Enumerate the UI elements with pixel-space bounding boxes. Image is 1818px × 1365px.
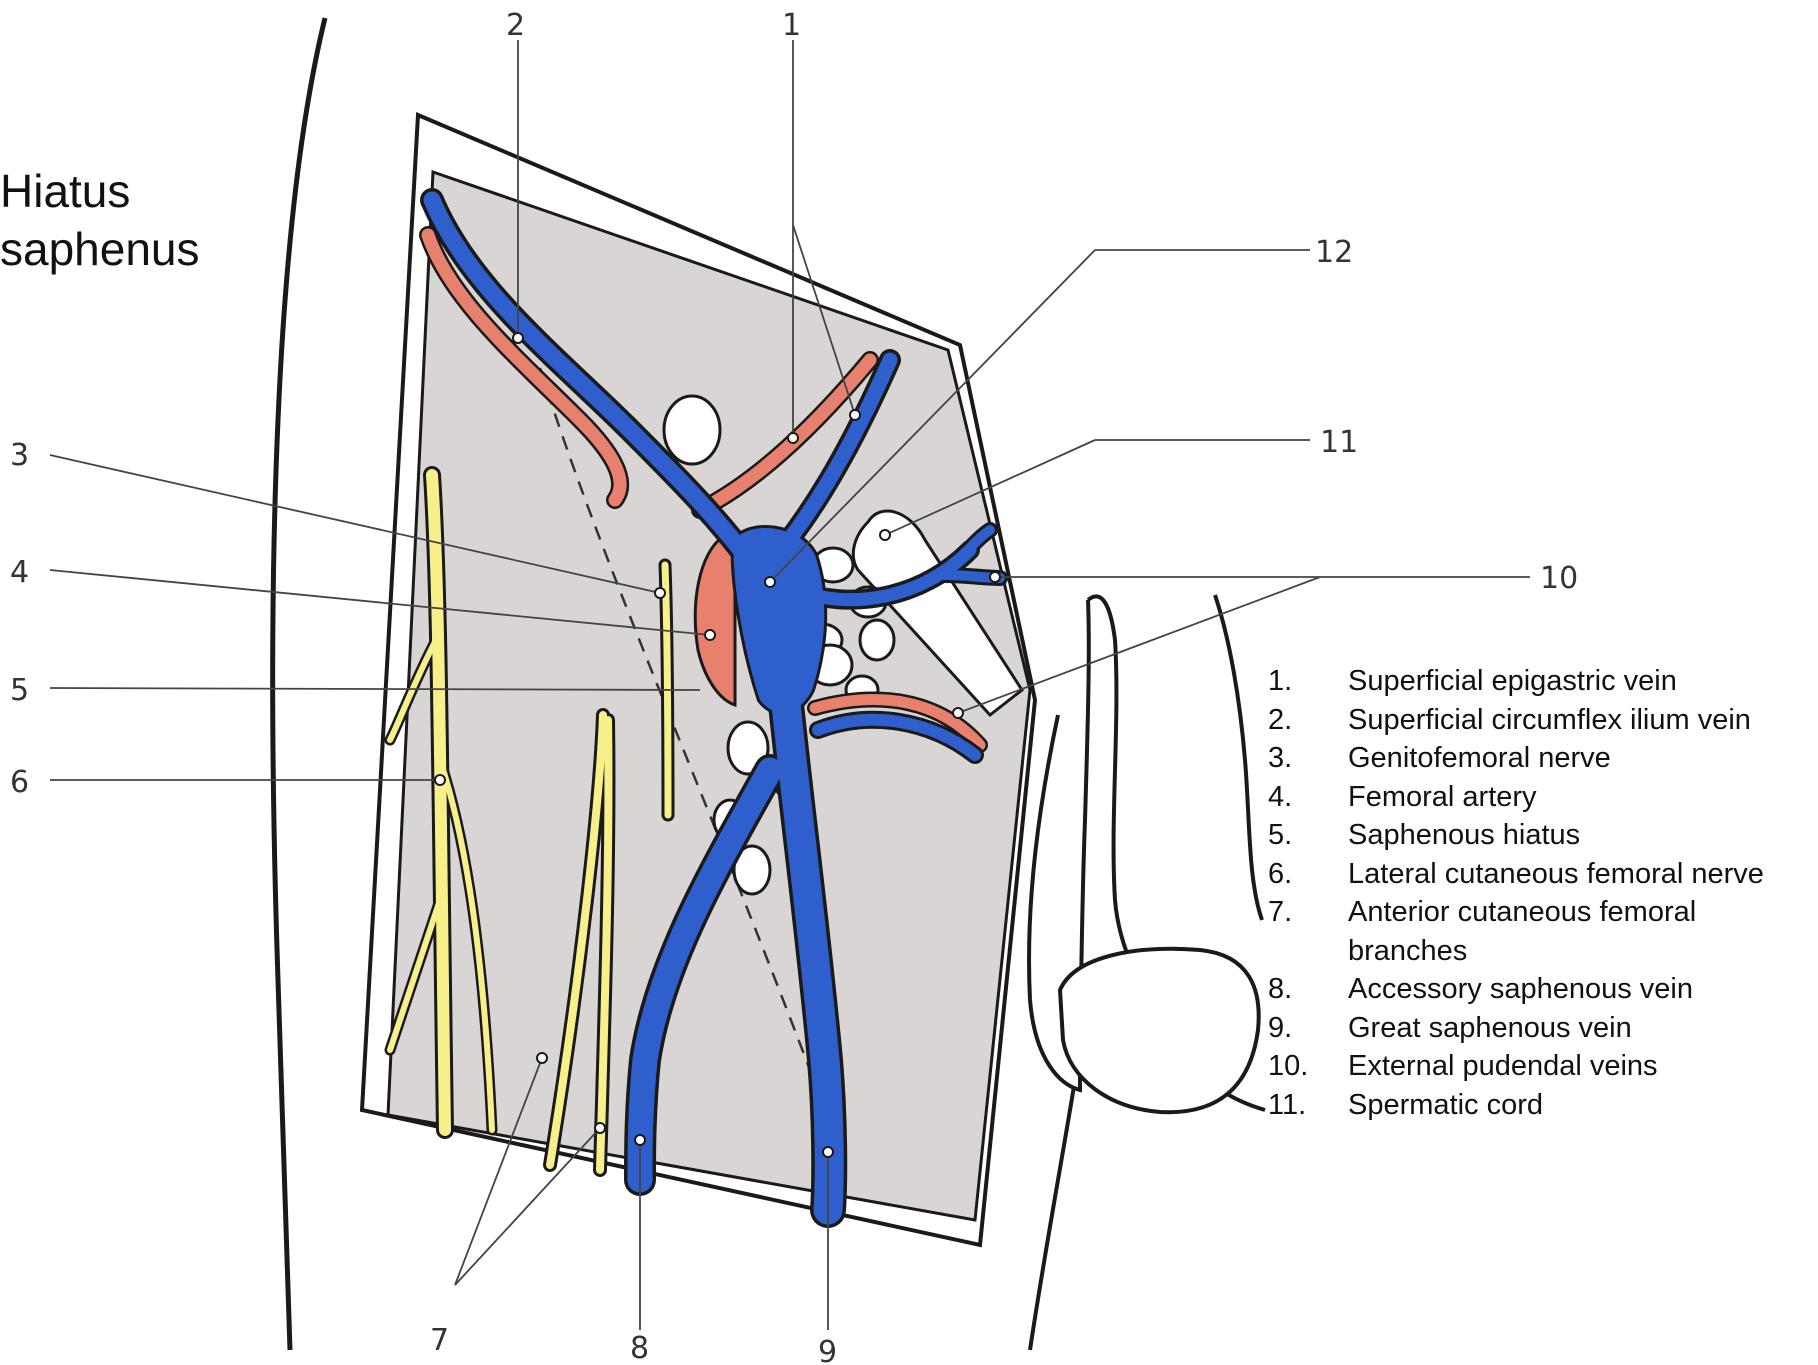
legend-number: 6.: [1268, 855, 1292, 894]
legend-text: Great saphenous vein: [1348, 1009, 1813, 1048]
body-outline-left: [273, 18, 325, 1350]
legend-text: External pudendal veins: [1348, 1047, 1813, 1086]
glans-outline: [1060, 949, 1259, 1112]
callout-9: 9: [818, 1335, 837, 1365]
legend-item: 2. Superficial circumflex ilium vein: [1268, 701, 1813, 740]
legend-key-list: 1. Superficial epigastric vein 2. Superf…: [1268, 662, 1813, 1124]
lymph-node: [664, 396, 720, 464]
legend-text: Anterior cutaneous femoral branches: [1348, 893, 1738, 970]
legend-number: 3.: [1268, 739, 1292, 778]
lymph-node: [860, 620, 894, 660]
legend-number: 7.: [1268, 893, 1292, 932]
legend-text: Spermatic cord: [1348, 1086, 1813, 1125]
legend-number: 4.: [1268, 778, 1292, 817]
legend-number: 5.: [1268, 816, 1292, 855]
legend-item: 11. Spermatic cord: [1268, 1086, 1813, 1125]
callout-8: 8: [630, 1331, 649, 1365]
legend-number: 2.: [1268, 701, 1292, 740]
legend-item: 4. Femoral artery: [1268, 778, 1813, 817]
callout-5: 5: [10, 673, 29, 708]
legend-item: 6. Lateral cutaneous femoral nerve: [1268, 855, 1813, 894]
legend-text: Superficial epigastric vein: [1348, 662, 1813, 701]
penis-outline: [1215, 595, 1262, 920]
callout-6: 6: [10, 765, 29, 800]
legend-text: Saphenous hiatus: [1348, 816, 1813, 855]
legend-number: 8.: [1268, 970, 1292, 1009]
body-outline-right: [1030, 1080, 1075, 1350]
callout-2: 2: [506, 8, 525, 43]
legend-number: 9.: [1268, 1009, 1292, 1048]
legend-item: 1. Superficial epigastric vein: [1268, 662, 1813, 701]
legend-text: Superficial circumflex ilium vein: [1348, 701, 1813, 740]
callout-1: 1: [782, 8, 801, 43]
legend-item: 5. Saphenous hiatus: [1268, 816, 1813, 855]
legend-item: 7. Anterior cutaneous femoral branches: [1268, 893, 1813, 970]
legend-number: 11.: [1268, 1086, 1306, 1125]
legend-text: Lateral cutaneous femoral nerve: [1348, 855, 1813, 894]
callout-4: 4: [10, 555, 29, 590]
callout-10: 10: [1540, 561, 1578, 596]
legend-item: 3. Genitofemoral nerve: [1268, 739, 1813, 778]
callout-11: 11: [1320, 425, 1358, 460]
legend-item: 8. Accessory saphenous vein: [1268, 970, 1813, 1009]
legend-text: Accessory saphenous vein: [1348, 970, 1813, 1009]
callout-12: 12: [1315, 235, 1353, 270]
legend-number: 1.: [1268, 662, 1292, 701]
callout-7: 7: [430, 1323, 449, 1358]
legend-number: 10.: [1268, 1047, 1308, 1086]
legend-text: Femoral artery: [1348, 778, 1813, 817]
callout-3: 3: [10, 438, 29, 473]
legend-item: 10. External pudendal veins: [1268, 1047, 1813, 1086]
legend-item: 9. Great saphenous vein: [1268, 1009, 1813, 1048]
legend-text: Genitofemoral nerve: [1348, 739, 1813, 778]
